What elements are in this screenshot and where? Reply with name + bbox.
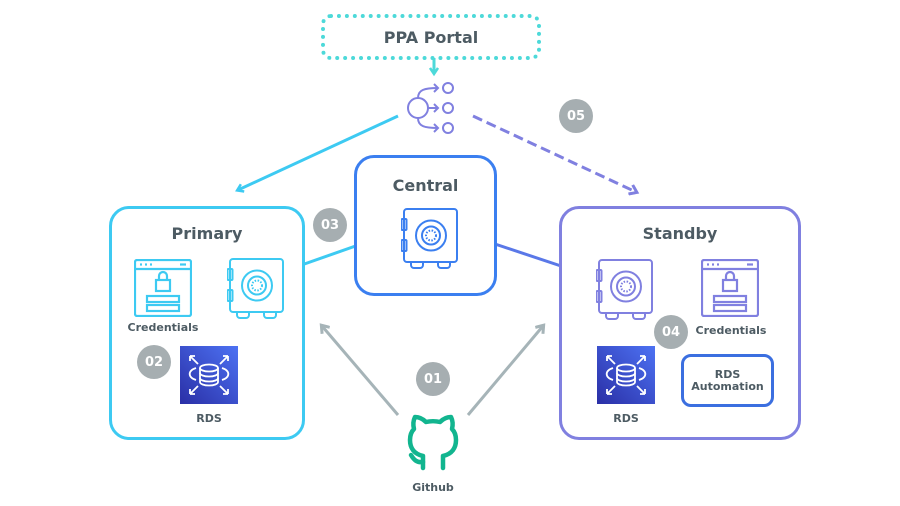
standby-credentials-icon[interactable]	[701, 259, 759, 317]
step-badge-01: 01	[416, 362, 450, 396]
rds-automation-label: RDS Automation	[691, 367, 764, 393]
primary-title: Primary	[171, 224, 243, 243]
step-badge-04: 04	[654, 315, 688, 349]
step-badge-03: 03	[313, 208, 347, 242]
arrow-router-to-primary	[238, 114, 399, 190]
primary-rds-label: RDS	[196, 412, 222, 425]
standby-vault-icon[interactable]	[596, 258, 654, 322]
standby-title: Standby	[642, 224, 718, 243]
arrow-router-to-standby	[472, 114, 636, 192]
arrow-github-to-standby	[466, 326, 543, 416]
arrow-github-to-primary	[322, 326, 400, 416]
github-octocat-icon[interactable]	[404, 410, 462, 472]
primary-credentials-icon[interactable]	[134, 259, 192, 317]
central-region[interactable]: Central	[354, 155, 497, 296]
step-badge-05: 05	[559, 99, 593, 133]
ppa-portal-box[interactable]: PPA Portal	[321, 14, 541, 60]
standby-rds-icon[interactable]	[597, 346, 655, 404]
central-vault-icon[interactable]	[401, 207, 459, 271]
ppa-portal-label: PPA Portal	[383, 27, 479, 47]
central-title: Central	[392, 176, 459, 195]
primary-vault-icon[interactable]	[227, 257, 285, 321]
rds-automation-box[interactable]: RDS Automation	[681, 354, 774, 407]
standby-credentials-label: Credentials	[695, 324, 767, 337]
primary-rds-icon[interactable]	[180, 346, 238, 404]
fan-out-icon	[407, 82, 454, 134]
step-badge-02: 02	[137, 345, 171, 379]
standby-rds-label: RDS	[613, 412, 639, 425]
primary-credentials-label: Credentials	[127, 321, 199, 334]
github-label: Github	[412, 481, 454, 494]
